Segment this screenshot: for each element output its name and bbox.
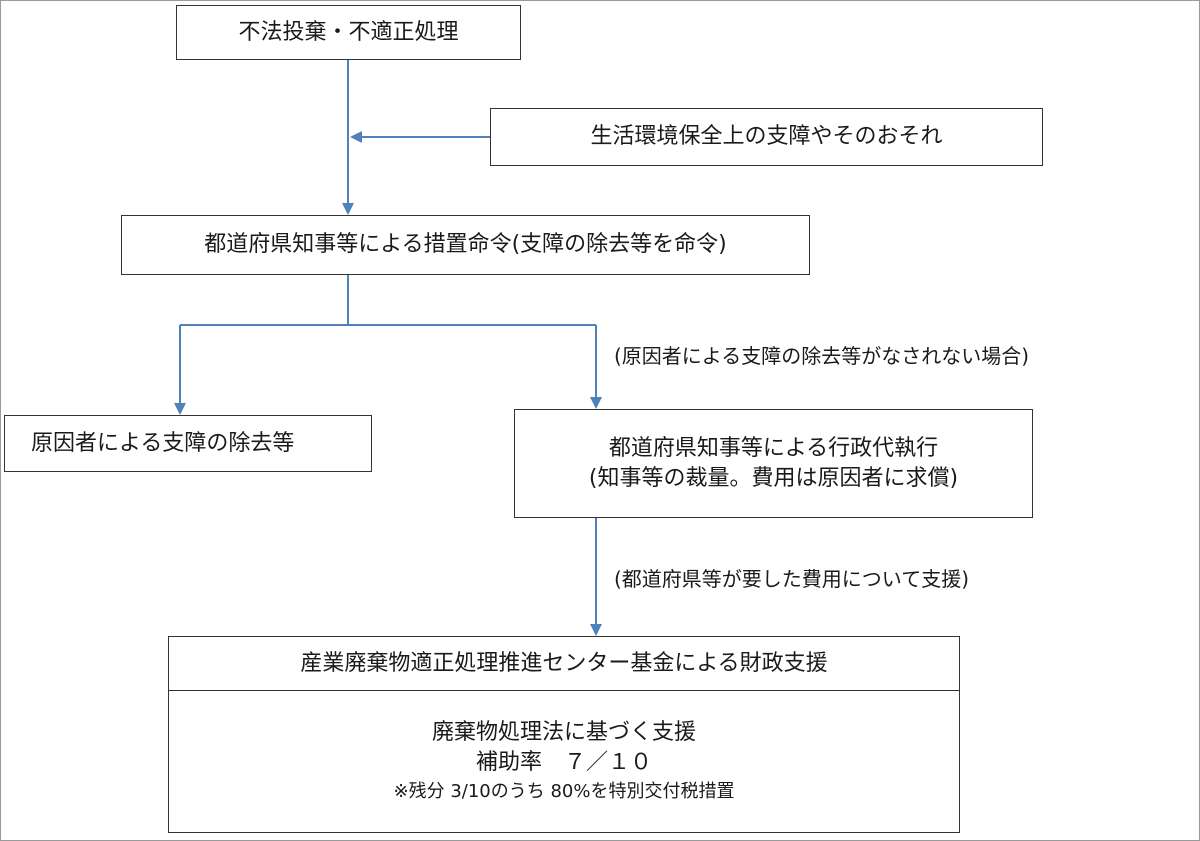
admin-execution-box: 都道府県知事等による行政代執行 (知事等の裁量。費用は原因者に求償)	[514, 409, 1033, 518]
cost-support-note: (都道府県等が要した費用について支援)	[614, 567, 970, 591]
illegal-dumping-box: 不法投棄・不適正処理	[176, 5, 521, 60]
environmental-hazard-box: 生活環境保全上の支障やそのおそれ	[490, 108, 1043, 166]
admin-execution-line1: 都道府県知事等による行政代執行	[608, 435, 939, 461]
illegal-dumping-label: 不法投棄・不適正処理	[238, 19, 459, 45]
admin-execution-line2: (知事等の裁量。費用は原因者に求償)	[588, 465, 959, 491]
fund-subsidy-rate: 補助率 ７／１０	[475, 749, 652, 775]
fund-legal-basis: 廃棄物処理法に基づく支援	[431, 720, 696, 746]
fund-remainder-note: ※残分 3/10のうち 80%を特別交付税措置	[393, 780, 735, 802]
fund-title: 産業廃棄物適正処理推進センター基金による財政支援	[169, 637, 959, 691]
cause-removal-label: 原因者による支障の除去等	[31, 430, 295, 456]
governor-order-box: 都道府県知事等による措置命令(支障の除去等を命令)	[121, 215, 810, 275]
governor-order-label: 都道府県知事等による措置命令(支障の除去等を命令)	[204, 232, 727, 258]
not-removed-note: (原因者による支障の除去等がなされない場合)	[614, 344, 1030, 368]
fund-body: 廃棄物処理法に基づく支援 補助率 ７／１０ ※残分 3/10のうち 80%を特別…	[169, 690, 959, 832]
cause-removal-box: 原因者による支障の除去等	[4, 415, 372, 472]
environmental-hazard-label: 生活環境保全上の支障やそのおそれ	[590, 124, 943, 150]
fund-support-box: 産業廃棄物適正処理推進センター基金による財政支援 廃棄物処理法に基づく支援 補助…	[168, 636, 960, 833]
